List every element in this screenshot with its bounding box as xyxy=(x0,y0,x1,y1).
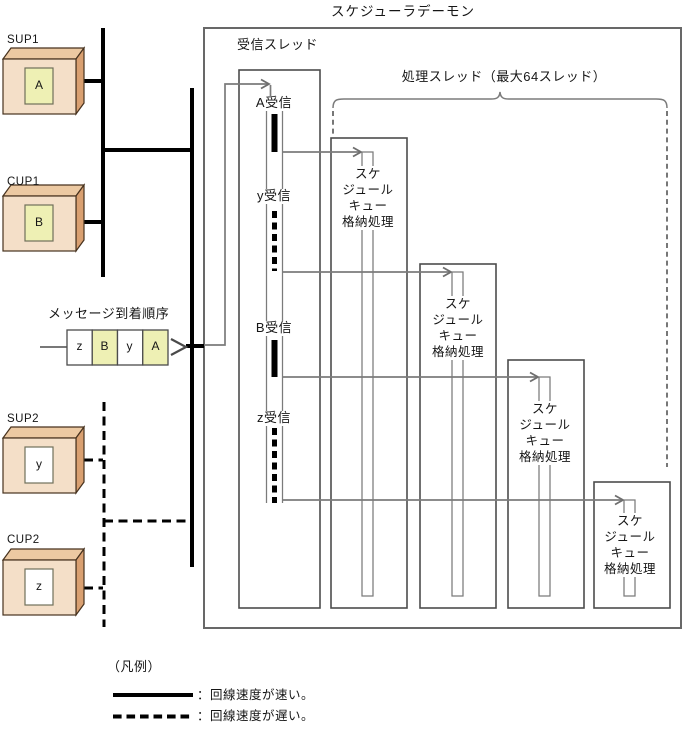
reception-activation-bar xyxy=(265,98,284,503)
proc-label-line: スケ xyxy=(444,297,471,311)
queue-letter-b: B xyxy=(100,339,109,353)
machine-cup2-name: CUP2 xyxy=(7,534,40,546)
reception-thread-label: 受信スレッド xyxy=(237,37,319,52)
dispatch-connectors xyxy=(283,146,625,506)
proc-label-line: 格納処理 xyxy=(518,450,571,464)
proc-label-line: スケ xyxy=(354,167,381,181)
network-bus-slow xyxy=(84,402,190,627)
processing-box-1-label: スケ ジュール キュー 格納処理 xyxy=(339,166,397,230)
queue-cell-b xyxy=(91,329,119,366)
proc-label-line: ジュール xyxy=(342,183,394,197)
queue-arrow-icon xyxy=(170,338,189,356)
queue-cell-a xyxy=(142,329,169,366)
proc-label-line: キュー xyxy=(438,329,478,343)
processing-box-3-label: スケ ジュール キュー 格納処理 xyxy=(516,401,574,465)
reception-entry-arrow-icon xyxy=(260,78,271,90)
message-queue-label: メッセージ到着順序 xyxy=(48,306,170,321)
queue-cell-z xyxy=(66,329,93,366)
proc-label-line: 格納処理 xyxy=(603,562,656,576)
proc-label-line: ジュール xyxy=(604,530,656,544)
queue-cell-y xyxy=(116,329,144,366)
legend-line-samples xyxy=(113,693,193,719)
dispatch-arrow-3-icon xyxy=(529,371,540,383)
proc-label-line: ジュール xyxy=(519,418,571,432)
scheduler-daemon-box xyxy=(203,27,682,629)
dispatch-arrow-2-icon xyxy=(442,266,453,278)
proc-label-line: 格納処理 xyxy=(341,215,394,229)
processing-thread-box-4 xyxy=(593,481,671,609)
machine-sup2-letter: y xyxy=(36,457,42,471)
machine-sup1-letter: A xyxy=(34,78,43,92)
machine-sup2-name: SUP2 xyxy=(7,413,40,425)
queue-letter-z: z xyxy=(76,339,83,353)
processing-thread-box-3 xyxy=(507,359,585,609)
machine-cup2-3d-box xyxy=(1,547,86,617)
processing-thread-box-1 xyxy=(330,137,408,609)
proc-label-line: キュー xyxy=(610,546,650,560)
queue-letter-a: A xyxy=(151,339,160,353)
legend-fast-label: ：回線速度が速い。 xyxy=(197,688,315,702)
machine-cup2-letter: z xyxy=(36,579,42,593)
receive-a-label: A受信 xyxy=(244,95,304,111)
processing-thread-box-2 xyxy=(419,263,497,609)
reception-thread-box xyxy=(238,69,321,609)
proc-label-line: スケ xyxy=(531,402,558,416)
machine-cup1-letter: B xyxy=(34,215,43,229)
queue-letter-y: y xyxy=(126,339,133,353)
processing-box-4-label: スケ ジュール キュー 格納処理 xyxy=(601,513,659,577)
proc-label-line: 格納処理 xyxy=(431,345,484,359)
processing-activation-bars xyxy=(361,151,636,597)
proc-label-line: スケ xyxy=(616,514,643,528)
proc-label-line: ジュール xyxy=(432,313,484,327)
network-bus-fast xyxy=(84,28,204,567)
dispatch-arrow-1-icon xyxy=(352,146,363,158)
machine-sup1-3d-box xyxy=(1,46,86,116)
machine-sup2-3d-box xyxy=(1,425,86,495)
receive-b-label: B受信 xyxy=(244,320,304,336)
receive-z-label: z受信 xyxy=(244,410,304,426)
processing-thread-label: 処理スレッド（最大64スレッド） xyxy=(401,69,607,84)
legend-title: （凡例） xyxy=(107,659,162,674)
processing-box-2-label: スケ ジュール キュー 格納処理 xyxy=(429,296,487,360)
machine-cup1-name: CUP1 xyxy=(7,176,40,188)
daemon-title: スケジューラデーモン xyxy=(331,4,476,19)
processing-threads-brace xyxy=(332,91,668,109)
receive-y-label: y受信 xyxy=(244,188,304,204)
machine-cup1-3d-box xyxy=(1,183,86,253)
reception-entry-line xyxy=(204,78,272,346)
message-queue xyxy=(40,329,189,366)
proc-label-line: キュー xyxy=(525,434,565,448)
machine-sup1-name: SUP1 xyxy=(7,34,40,46)
legend-slow-label: ：回線速度が遅い。 xyxy=(197,709,315,723)
proc-label-line: キュー xyxy=(348,199,388,213)
dispatch-arrow-4-icon xyxy=(614,494,625,506)
